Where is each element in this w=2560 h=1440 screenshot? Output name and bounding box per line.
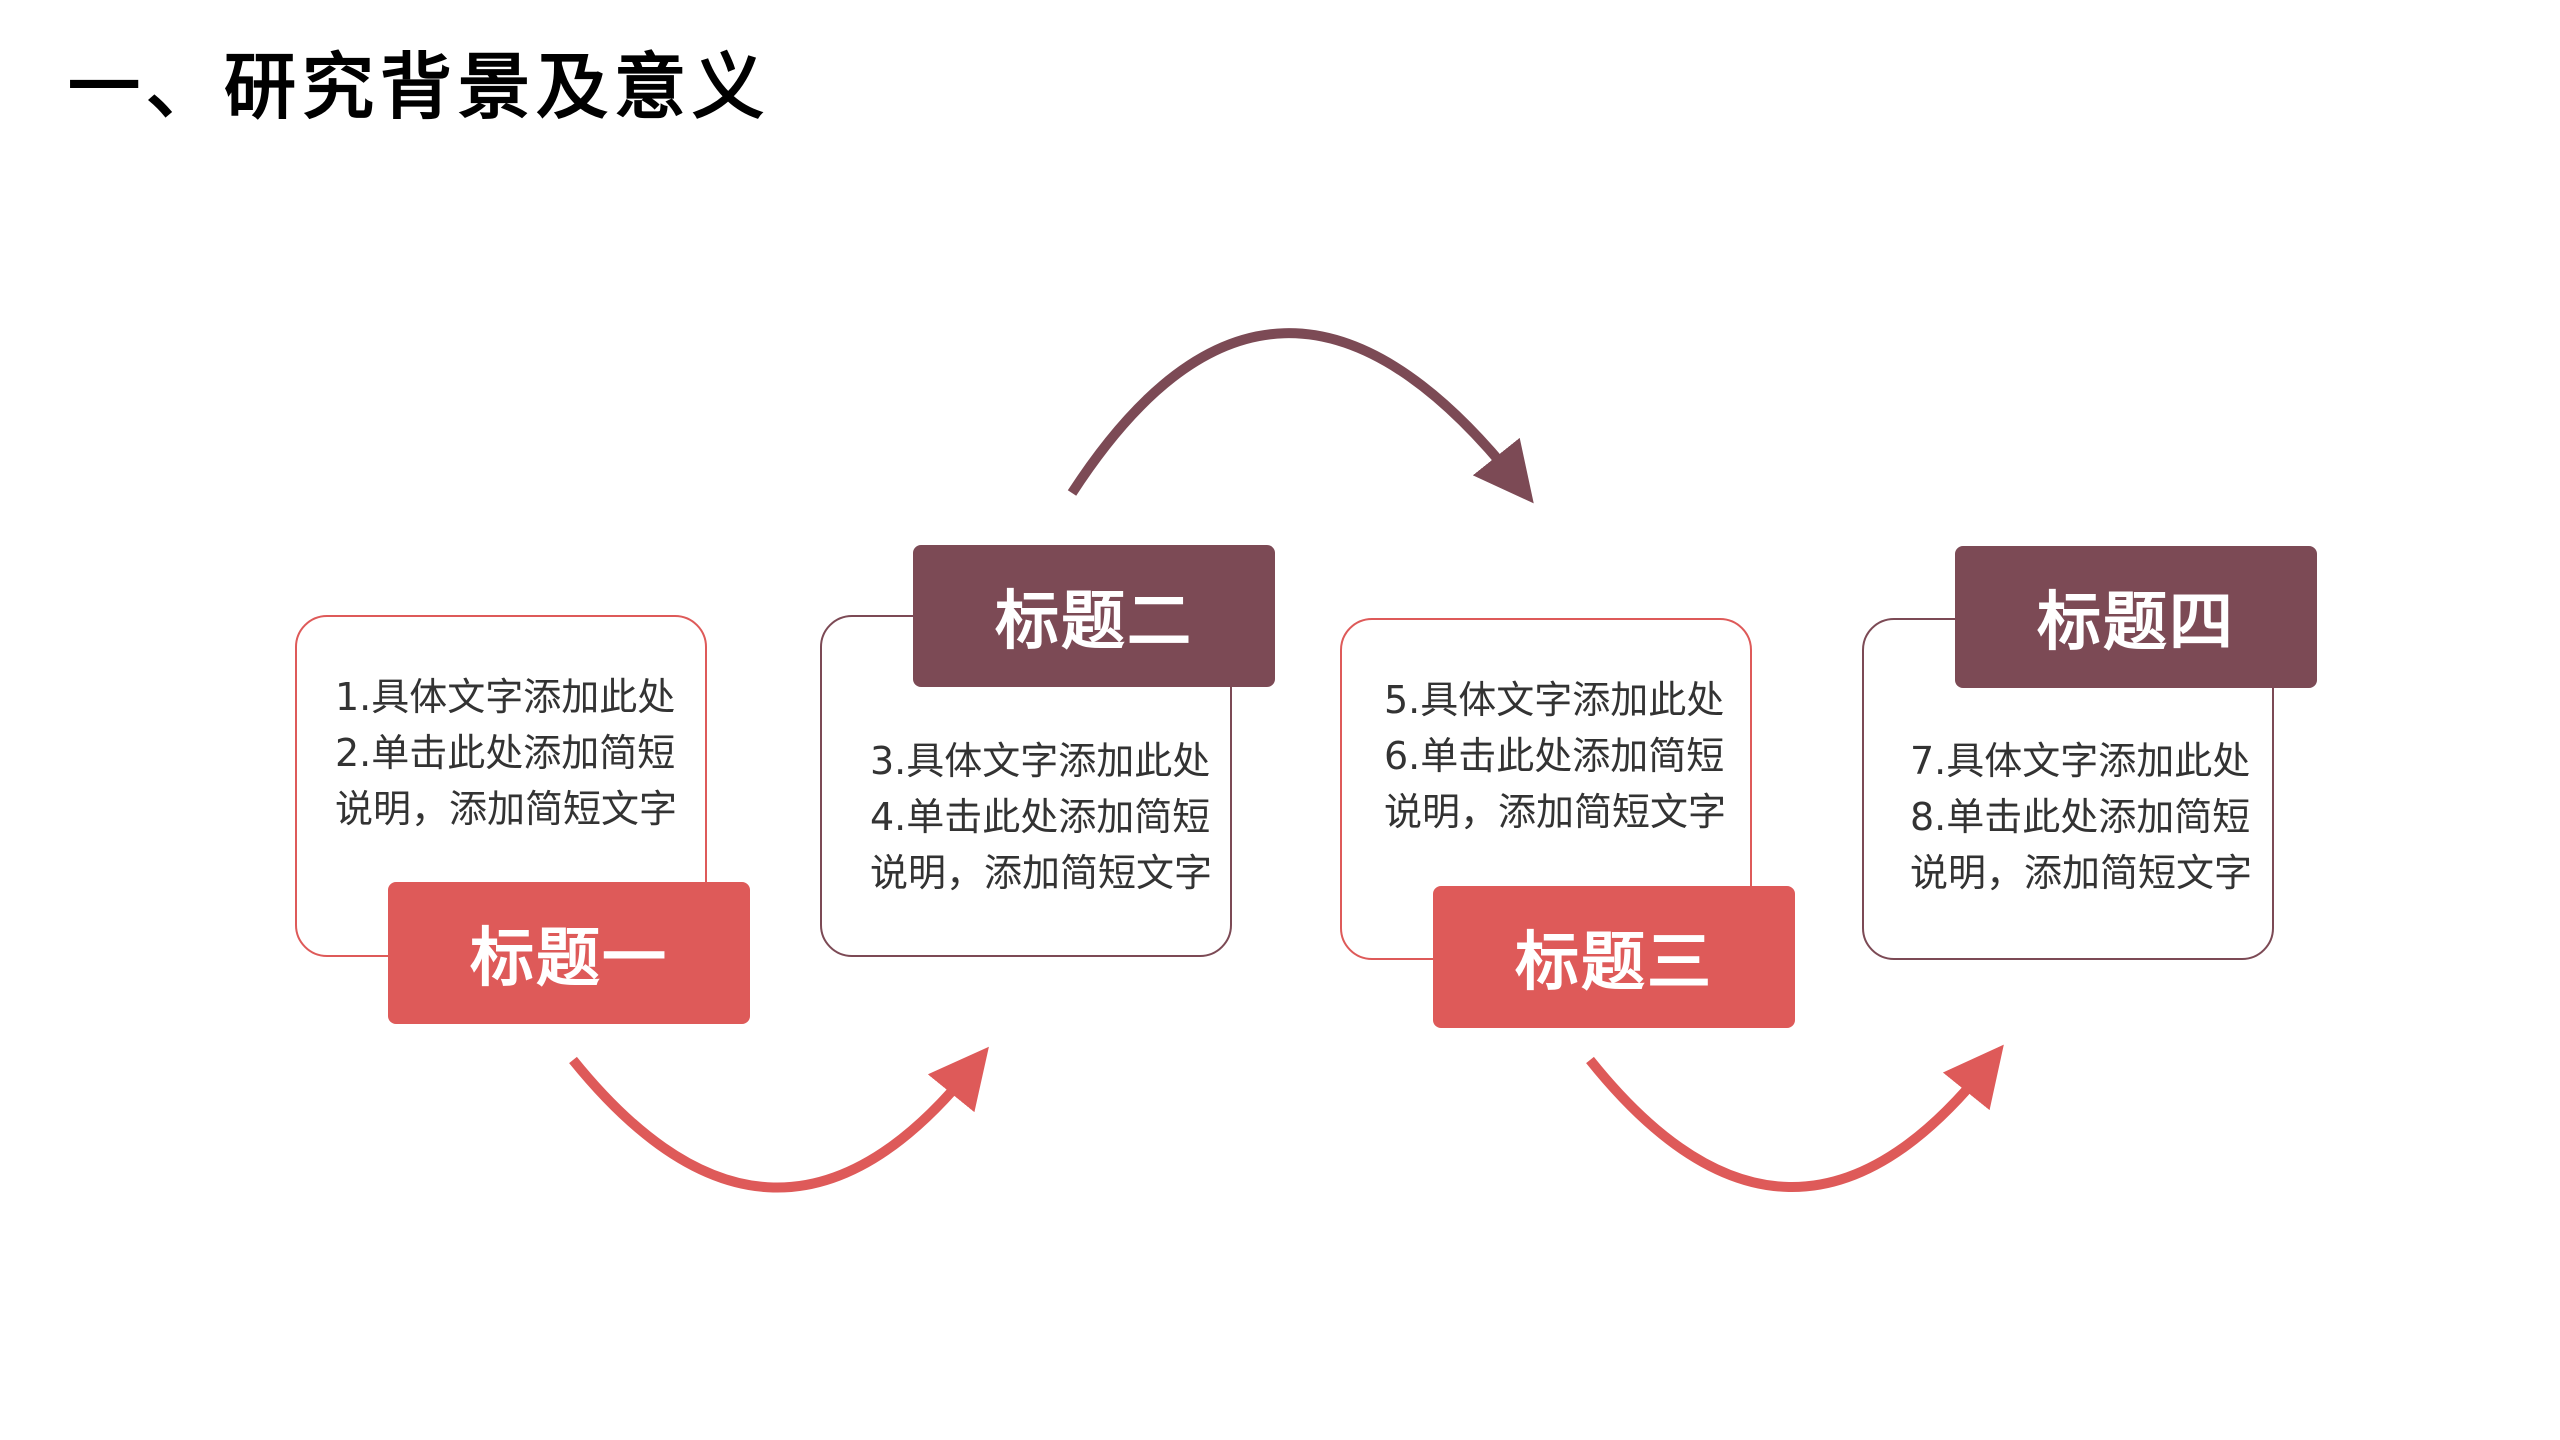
step-title-2: 标题二 [913, 545, 1275, 687]
step-line: 3.具体文字添加此处 [870, 739, 1211, 783]
arrow-step1-to-step2 [569, 1046, 989, 1193]
step-line: 说明，添加简短文字 [870, 851, 1213, 895]
step-line: 4.单击此处添加简短 [870, 795, 1211, 839]
step-title-4: 标题四 [1955, 546, 2317, 688]
step-title-1: 标题一 [388, 882, 750, 1024]
step-line: 说明，添加简短文字 [335, 787, 678, 831]
step-line: 8.单击此处添加简短 [1910, 795, 2251, 839]
step-line: 说明，添加简短文字 [1384, 790, 1727, 834]
arrow-step2-to-step3 [1067, 328, 1534, 504]
arrow-step3-to-step4 [1586, 1044, 2004, 1192]
step-line: 7.具体文字添加此处 [1910, 739, 2251, 783]
step-text-3: 5.具体文字添加此处 6.单击此处添加简短 说明，添加简短文字 [1384, 672, 1726, 840]
step-line: 2.单击此处添加简短 [335, 731, 676, 775]
step-line: 6.单击此处添加简短 [1384, 734, 1725, 778]
step-text-2: 3.具体文字添加此处 4.单击此处添加简短 说明，添加简短文字 [870, 733, 1212, 901]
step-title-3: 标题三 [1433, 886, 1795, 1028]
step-text-4: 7.具体文字添加此处 8.单击此处添加简短 说明，添加简短文字 [1910, 733, 2252, 901]
step-line: 1.具体文字添加此处 [335, 675, 676, 719]
step-text-1: 1.具体文字添加此处 2.单击此处添加简短 说明，添加简短文字 [335, 669, 677, 837]
slide-title: 一、研究背景及意义 [68, 45, 771, 129]
step-line: 5.具体文字添加此处 [1384, 678, 1725, 722]
step-line: 说明，添加简短文字 [1910, 851, 2253, 895]
